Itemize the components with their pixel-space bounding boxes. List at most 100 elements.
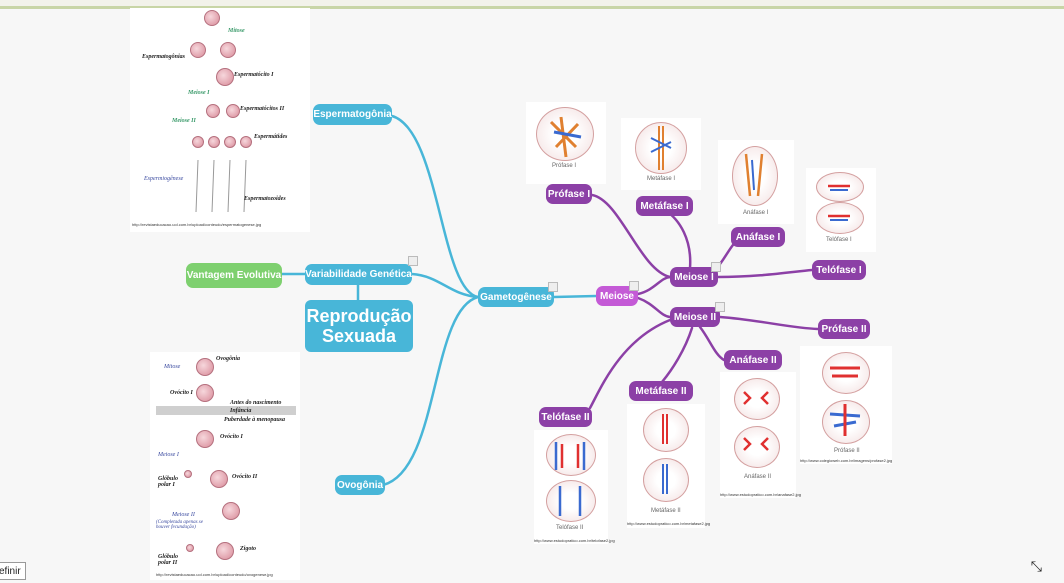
cell-illustration [546, 434, 596, 476]
cell-illustration [822, 352, 870, 394]
chromosomes-illustration [662, 414, 668, 494]
cell [186, 544, 194, 552]
note-icon[interactable] [711, 262, 721, 272]
label-meiose-1: Meiose I [188, 90, 210, 96]
cell [184, 470, 192, 478]
cell [196, 430, 214, 448]
expand-icon[interactable]: ⤡ [1030, 558, 1042, 574]
label-antes-do-nascimento: Antes do nascimento [230, 400, 282, 406]
label-espermatogonias: Espermatogônias [142, 54, 186, 60]
chromosomes-illustration [549, 116, 582, 158]
chromosomes-illustration [554, 442, 586, 516]
note-icon[interactable] [408, 256, 418, 266]
image-espermatogenese[interactable]: Mitose Espermatogônias Espermatócito I M… [130, 8, 310, 232]
note-icon[interactable] [715, 302, 725, 312]
cell [196, 358, 214, 376]
node-anafase-2[interactable]: Anáfase II [724, 350, 782, 370]
label-espermatocito-1: Espermatócito I [234, 72, 274, 78]
cell-illustration [734, 426, 780, 468]
note-icon[interactable] [629, 281, 639, 291]
node-profase-2[interactable]: Prófase II [818, 319, 870, 339]
note-icon[interactable] [548, 282, 558, 292]
label-meiose-2-note: (Completada apenas se houver fecundação) [156, 520, 203, 530]
image-telofase-2[interactable]: Telófase II http://www.estudopratico.com… [534, 430, 615, 544]
node-meiose-1[interactable]: Meiose I [670, 267, 718, 287]
cell [224, 136, 236, 148]
node-meiose-2[interactable]: Meiose II [670, 307, 720, 327]
node-label: Gametogênese [480, 291, 552, 303]
node-label: Vantagem Evolutiva [186, 270, 282, 281]
central-topic[interactable]: Reprodução Sexuada [305, 300, 413, 352]
node-telofase-1[interactable]: Telófase I [812, 260, 866, 280]
image-ovogenese[interactable]: Mitose Ovogônia Ovócito I Antes do nasci… [150, 352, 300, 580]
node-label: Meiose II [673, 311, 717, 323]
image-metafase-1[interactable]: Metáfase I [621, 118, 701, 190]
node-vantagem-evolutiva[interactable]: Vantagem Evolutiva [186, 263, 282, 288]
label-espermatides: Espermátides [254, 134, 288, 140]
cell [216, 68, 234, 86]
node-label: Espermatogônia [313, 109, 392, 120]
label-meiose-2: Meiose II [172, 512, 195, 518]
central-topic-label: Reprodução Sexuada [306, 306, 412, 346]
definir-button[interactable]: efinir [0, 562, 26, 580]
cell [210, 470, 228, 488]
image-anafase-2[interactable]: Anáfase II http://www.estudopratico.com.… [720, 372, 801, 498]
cell [190, 42, 206, 58]
label-puberdade: Puberdade à menopausa [224, 417, 286, 423]
label-meiose-2: Meiose II [172, 118, 196, 124]
node-gametogenese[interactable]: Gametogênese [478, 287, 554, 307]
cell-illustration [734, 378, 780, 420]
node-metafase-2[interactable]: Metáfase II [629, 381, 693, 401]
image-url: http://revistaeducacao.uol.com.br/upload… [156, 572, 273, 577]
node-metafase-1[interactable]: Metáfase I [636, 196, 693, 216]
label-globulo-2: Glóbulo polar II [158, 554, 179, 566]
image-anafase-1[interactable]: Anáfase I [718, 140, 794, 224]
cell [196, 384, 214, 402]
cell [204, 10, 220, 26]
image-caption: Prófase II [834, 448, 860, 454]
label-espermatocitos-2: Espermatócitos II [240, 106, 285, 112]
cell-illustration [732, 146, 778, 206]
label-ovocito-1: Ovócito I [170, 390, 193, 396]
chromosomes-illustration [743, 391, 769, 451]
top-bar [0, 0, 1064, 9]
image-caption: Anáfase II [744, 474, 772, 480]
label-mitose: Mitose [228, 28, 245, 34]
image-url: http://www.colegioweb.com.br/imagens/pro… [800, 458, 893, 463]
label-zigoto: Zigoto [240, 546, 256, 552]
node-variabilidade-genetica[interactable]: Variabilidade Genética [305, 264, 412, 285]
node-telofase-2[interactable]: Telófase II [539, 407, 592, 427]
image-telofase-1[interactable]: Telófase I [806, 168, 876, 252]
node-label: Metáfase I [640, 200, 689, 212]
cell [208, 136, 220, 148]
cell-illustration [816, 172, 864, 202]
image-profase-2[interactable]: Prófase II http://www.colegioweb.com.br/… [800, 346, 892, 464]
node-label: Variabilidade Genética [305, 269, 412, 280]
node-espermatogonia[interactable]: Espermatogônia [313, 104, 392, 125]
node-label: Prófase I [547, 188, 591, 200]
image-caption: Metáfase II [651, 508, 681, 514]
image-metafase-2[interactable]: Metáfase II http://www.estudopratico.com… [627, 404, 710, 528]
cell [222, 502, 240, 520]
image-caption: Prófase I [552, 163, 577, 169]
image-url: http://www.estudopratico.com.br/anafase2… [720, 492, 801, 497]
chromosomes-illustration [650, 126, 672, 170]
image-caption: Telófase I [826, 237, 852, 243]
label-espermatozoides: Espermatozoides [244, 196, 286, 202]
sperm-illustration [195, 159, 247, 213]
chromosomes-illustration [829, 366, 861, 436]
node-label: Ovogônia [336, 479, 384, 491]
label-infancia: Infância [230, 408, 252, 414]
node-profase-1[interactable]: Prófase I [546, 184, 592, 204]
timeline-band [156, 406, 296, 415]
label-ovogonia: Ovogônia [216, 356, 240, 362]
node-label: Meiose I [674, 271, 714, 283]
image-profase-1[interactable]: Prófase I [526, 102, 606, 184]
label-espermiogenese: Espermiogênese [144, 176, 184, 182]
cell [192, 136, 204, 148]
node-ovogonia[interactable]: Ovogônia [335, 475, 385, 495]
node-anafase-1[interactable]: Anáfase I [731, 227, 785, 247]
node-label: Anáfase I [735, 231, 781, 243]
node-meiose[interactable]: Meiose [596, 286, 638, 306]
